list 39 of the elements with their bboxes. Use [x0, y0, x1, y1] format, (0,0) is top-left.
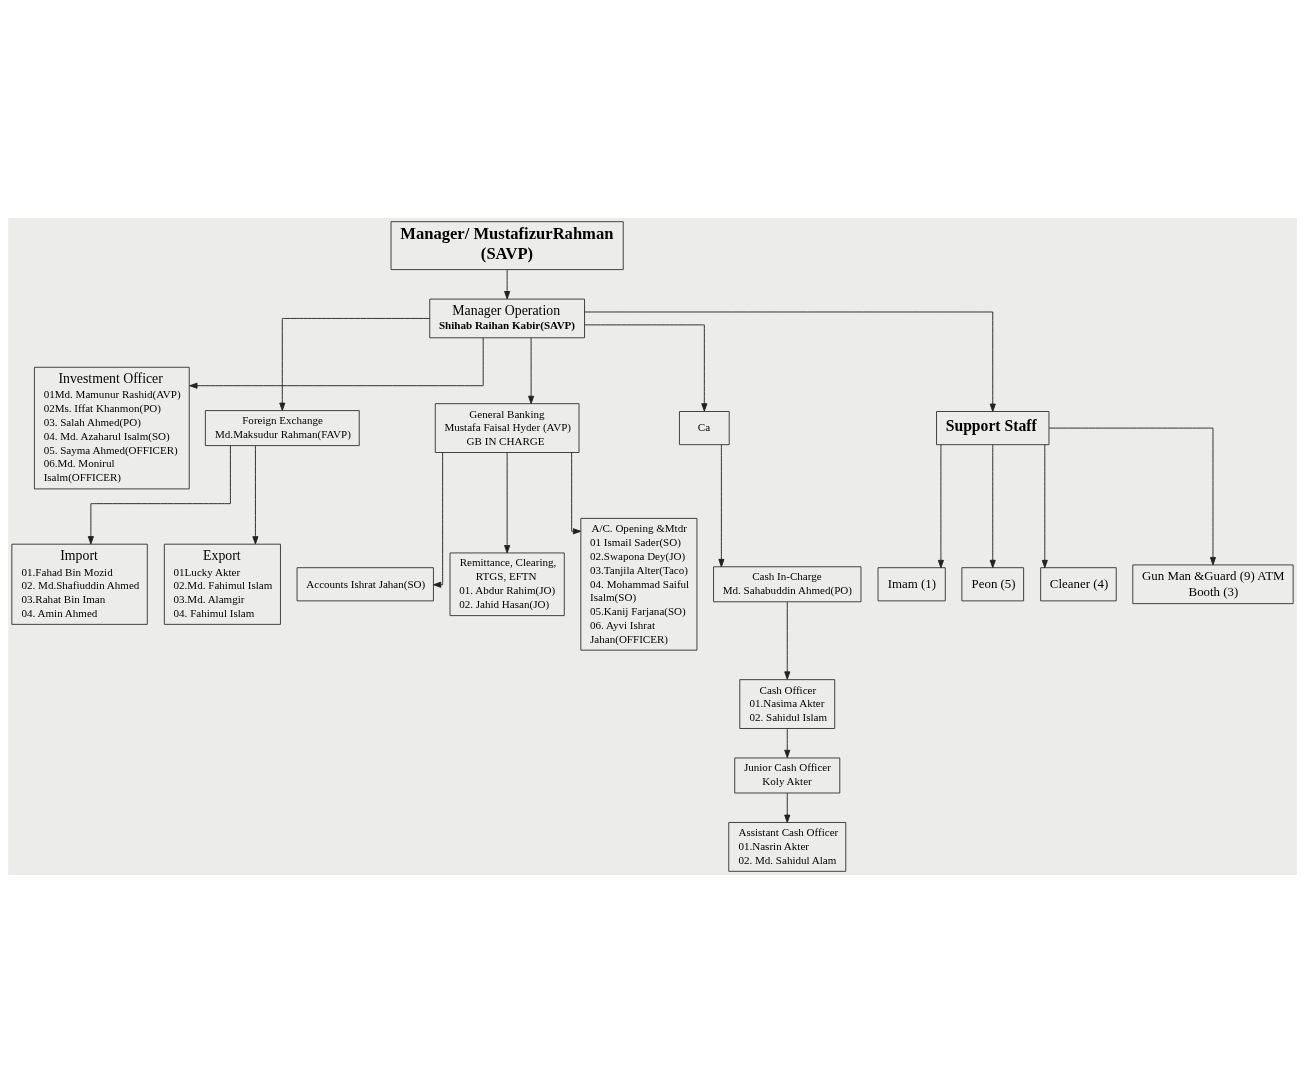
- arrow: [189, 336, 484, 389]
- arrow: [584, 323, 708, 411]
- node-box: Junior Cash Officer Koly Akter: [734, 757, 841, 793]
- arrow: [584, 311, 996, 412]
- node-box: Import 01.Fahad Bin Mozid 02. Md.Shafiuddin Ahmed 03.Rahat Bin Iman 04. Amin Ahmed: [11, 543, 148, 625]
- node-box: Cash Officer 01.Nasima Akter 02. Sahidul Islam: [739, 678, 836, 729]
- arrow: [433, 451, 444, 588]
- arrow: [504, 451, 511, 553]
- arrow: [528, 336, 535, 404]
- node-box: Remittance, Clearing, RTGS, EFTN 01. Abdur Rahim(JO) 02. Jahid Hasan(JO): [449, 552, 565, 616]
- node-box: General Banking Mustafa Faisal Hyder (AVP) GB IN CHARGE: [434, 402, 580, 453]
- arrow: [504, 268, 511, 299]
- arrow: [937, 443, 944, 568]
- arrow: [784, 601, 791, 680]
- arrow: [87, 444, 231, 544]
- arrow: [1041, 443, 1048, 568]
- arrow: [784, 727, 791, 758]
- node-box: Investment Officer 01Md. Mamunur Rashid(AVP) 02Ms. Iffat Khanmon(PO) 03. Salah Ahmed(PO) 04. Md. Azaharul Isalm(SO) 05. Sayma Ahmed(OFFICER) 06.Md. Monirul Isalm(OFFICER): [33, 366, 190, 489]
- node-box: Cash In-Charge Md. Sahabuddin Ahmed(PO): [713, 565, 862, 602]
- arrow: [279, 317, 430, 411]
- arrow: [784, 792, 791, 823]
- node-box: Export 01Lucky Akter 02.Md. Fahimul Islam 03.Md. Alamgir 04. Fahimul Islam: [163, 543, 281, 625]
- node-box: Foreign Exchange Md.Maksudur Rahman(FAVP): [204, 409, 360, 446]
- node-box: Peon (5): [961, 566, 1025, 601]
- arrow: [718, 443, 725, 567]
- node-box: Cleaner (4): [1040, 566, 1117, 601]
- node-box: Ca: [679, 410, 730, 445]
- arrow: [1048, 427, 1216, 565]
- arrow: [989, 443, 996, 568]
- node-box: Manager Operation Shihab Raihan Kabir(SAVP): [429, 298, 585, 338]
- node-box: Gun Man &Guard (9) ATM Booth (3): [1132, 563, 1294, 604]
- node-box: A/C. Opening &Mtdr 01 Ismail Sader(SO) 02.Swapona Dey(JO) 03.Tanjila Alter(Taco) 04. Mohammad Saiful Isalm(SO) 05.Kanij Farjana(SO) 06. Ayvi Ishrat Jahan(OFFICER): [580, 517, 698, 651]
- node-box: Accounts Ishrat Jahan(SO): [296, 566, 434, 601]
- node-box: Imam (1): [877, 566, 946, 601]
- arrow: [571, 451, 582, 534]
- node-box: Assistant Cash Officer 01.Nasrin Akter 02. Md. Sahidul Alam: [728, 821, 847, 872]
- arrow: [252, 444, 259, 544]
- node-box: Manager/ MustafizurRahman (SAVP): [390, 220, 624, 270]
- node-box: Support Staff: [936, 410, 1050, 445]
